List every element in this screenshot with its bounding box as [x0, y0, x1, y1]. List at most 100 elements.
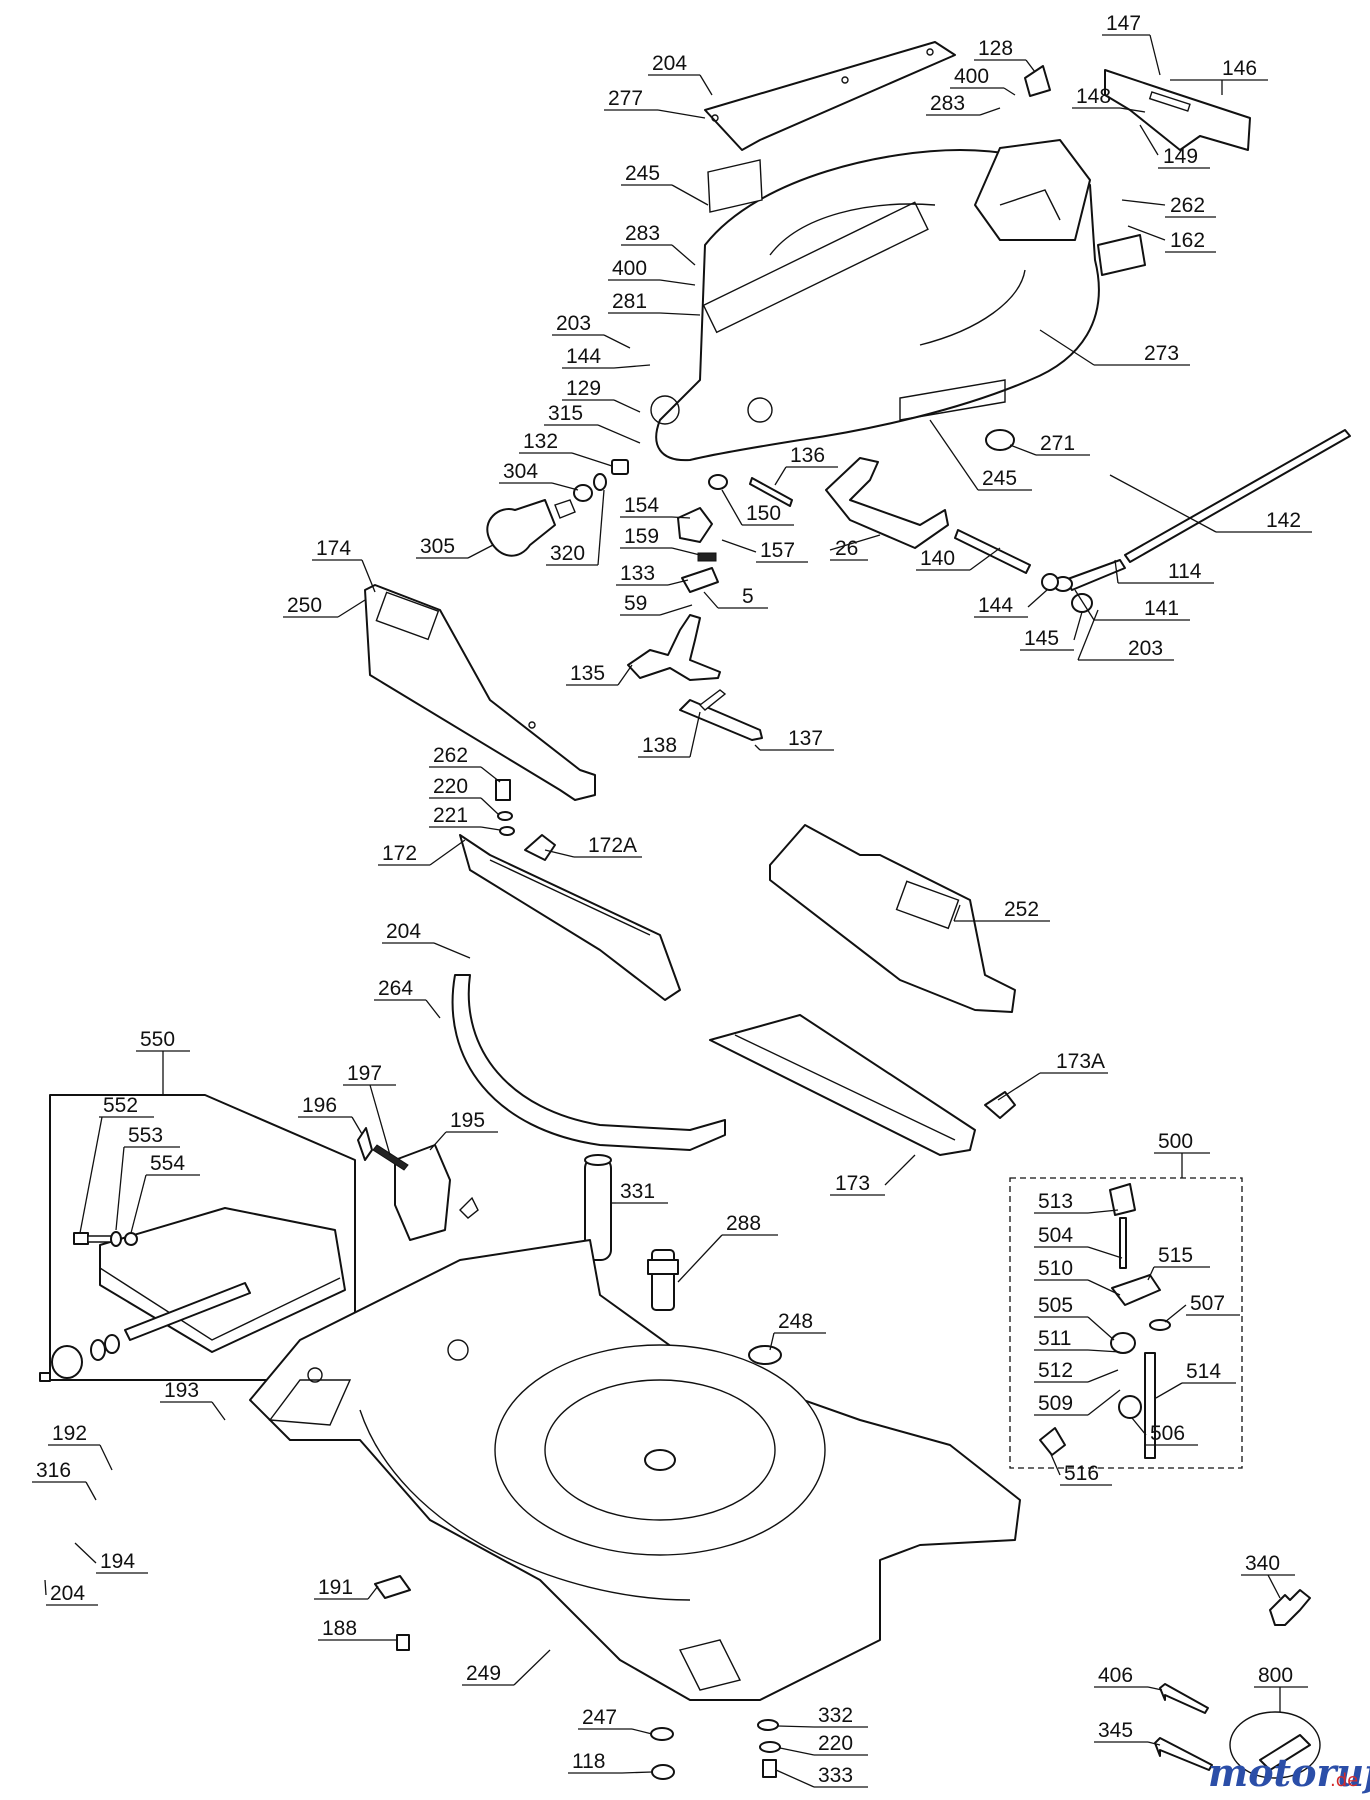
- callout-leader: [79, 1116, 103, 1234]
- callout-label: 516: [1064, 1462, 1099, 1485]
- callout-leader: [969, 547, 1001, 571]
- callout-label: 138: [642, 734, 677, 757]
- callout-label: 197: [347, 1062, 382, 1085]
- callout-leader: [351, 1116, 363, 1135]
- callout-262a: 262: [1121, 194, 1216, 218]
- callout-leader: [1074, 589, 1095, 621]
- callout-label: 192: [52, 1422, 87, 1445]
- callout-label: 333: [818, 1764, 853, 1787]
- part-spring: [697, 552, 717, 562]
- callout-138: 138: [638, 711, 701, 758]
- callout-leader: [1155, 1382, 1183, 1399]
- callout-leader: [671, 244, 696, 266]
- part-fence-173: [709, 1014, 976, 1156]
- callout-leader: [1087, 1369, 1119, 1383]
- callout-label: 128: [978, 37, 1013, 60]
- callout-leader: [1073, 611, 1083, 641]
- group-500: [1009, 1177, 1243, 1469]
- callout-512: 512: [1034, 1359, 1119, 1383]
- callout-leader: [979, 107, 1001, 116]
- callout-150: 150: [721, 489, 794, 526]
- callout-283a: 283: [926, 92, 1001, 116]
- callout-label: 305: [420, 535, 455, 558]
- part-fence-172: [459, 834, 681, 1001]
- callout-173A: 173A: [997, 1050, 1108, 1101]
- callout-406: 406: [1094, 1664, 1163, 1691]
- part-washer-b: [1071, 593, 1093, 613]
- callout-552: 552: [79, 1094, 154, 1234]
- callout-leader: [1003, 87, 1016, 96]
- callout-leader: [1131, 1417, 1147, 1436]
- callout-191: 191: [314, 1576, 379, 1600]
- callout-leader: [777, 1725, 815, 1728]
- callout-510: 510: [1034, 1257, 1121, 1296]
- callout-249: 249: [462, 1649, 551, 1686]
- part-clip: [1024, 65, 1051, 97]
- callout-leader: [1087, 1246, 1123, 1259]
- callout-label: 195: [450, 1109, 485, 1132]
- callout-400b: 400: [608, 257, 696, 286]
- callout-label: 204: [50, 1582, 85, 1605]
- callout-leader: [1119, 107, 1146, 113]
- callout-leader: [621, 1771, 653, 1774]
- part-pin-288: [647, 1249, 679, 1311]
- callout-146: 146: [1170, 57, 1268, 95]
- callout-248: 248: [769, 1310, 826, 1351]
- callout-leader: [130, 1174, 147, 1234]
- callout-label: 220: [818, 1732, 853, 1755]
- callout-505: 505: [1034, 1294, 1115, 1341]
- part-switch: [677, 507, 713, 543]
- callout-label: 507: [1190, 1292, 1225, 1315]
- callout-506: 506: [1131, 1417, 1198, 1446]
- callout-label: 154: [624, 494, 659, 517]
- callout-400a: 400: [950, 65, 1016, 96]
- callout-leader: [1087, 1316, 1115, 1341]
- callout-leader: [1114, 559, 1119, 584]
- callout-leader: [433, 942, 471, 959]
- part-ring-320: [593, 473, 607, 491]
- callout-leader: [603, 334, 631, 349]
- part-guard-plate: [704, 41, 956, 151]
- callout-leader: [85, 1481, 97, 1501]
- callout-172A: 172A: [544, 834, 642, 858]
- callout-leader: [597, 489, 605, 566]
- callout-label: 193: [164, 1379, 199, 1402]
- callout-leader: [1077, 609, 1099, 661]
- callout-leader: [1147, 1686, 1163, 1691]
- callout-145: 145: [1020, 611, 1083, 651]
- callout-label: 505: [1038, 1294, 1073, 1317]
- callout-leader: [1039, 329, 1095, 366]
- callout-leader: [769, 1332, 775, 1351]
- callout-leader: [1121, 199, 1166, 206]
- callout-label: 147: [1106, 12, 1141, 35]
- callout-leader: [544, 849, 575, 858]
- callout-129: 129: [562, 377, 641, 413]
- callout-label: 283: [625, 222, 660, 245]
- callout-141: 141: [1074, 589, 1190, 621]
- callout-label: 146: [1222, 57, 1257, 80]
- callout-label: 500: [1158, 1130, 1193, 1153]
- callout-220a: 220: [429, 775, 499, 815]
- callout-leader: [659, 604, 693, 616]
- callout-507: 507: [1164, 1292, 1240, 1323]
- callout-174: 174: [312, 537, 376, 593]
- callout-515: 515: [1147, 1244, 1210, 1281]
- callout-245b: 245: [929, 419, 1032, 491]
- callout-leader: [429, 1131, 447, 1151]
- callout-label: 504: [1038, 1224, 1073, 1247]
- callout-label: 245: [625, 162, 660, 185]
- part-bushing: [708, 474, 728, 490]
- callout-leader: [1087, 1389, 1121, 1416]
- callout-leader: [1127, 225, 1166, 241]
- callout-label: 553: [128, 1124, 163, 1147]
- callout-leader: [774, 466, 787, 486]
- callout-leader: [657, 109, 706, 119]
- callout-label: 509: [1038, 1392, 1073, 1415]
- callout-leader: [884, 1154, 916, 1186]
- callout-leader: [367, 1585, 379, 1600]
- callout-label: 332: [818, 1704, 853, 1727]
- callout-288: 288: [677, 1212, 778, 1283]
- callout-label: 513: [1038, 1190, 1073, 1213]
- callout-250: 250: [283, 594, 366, 618]
